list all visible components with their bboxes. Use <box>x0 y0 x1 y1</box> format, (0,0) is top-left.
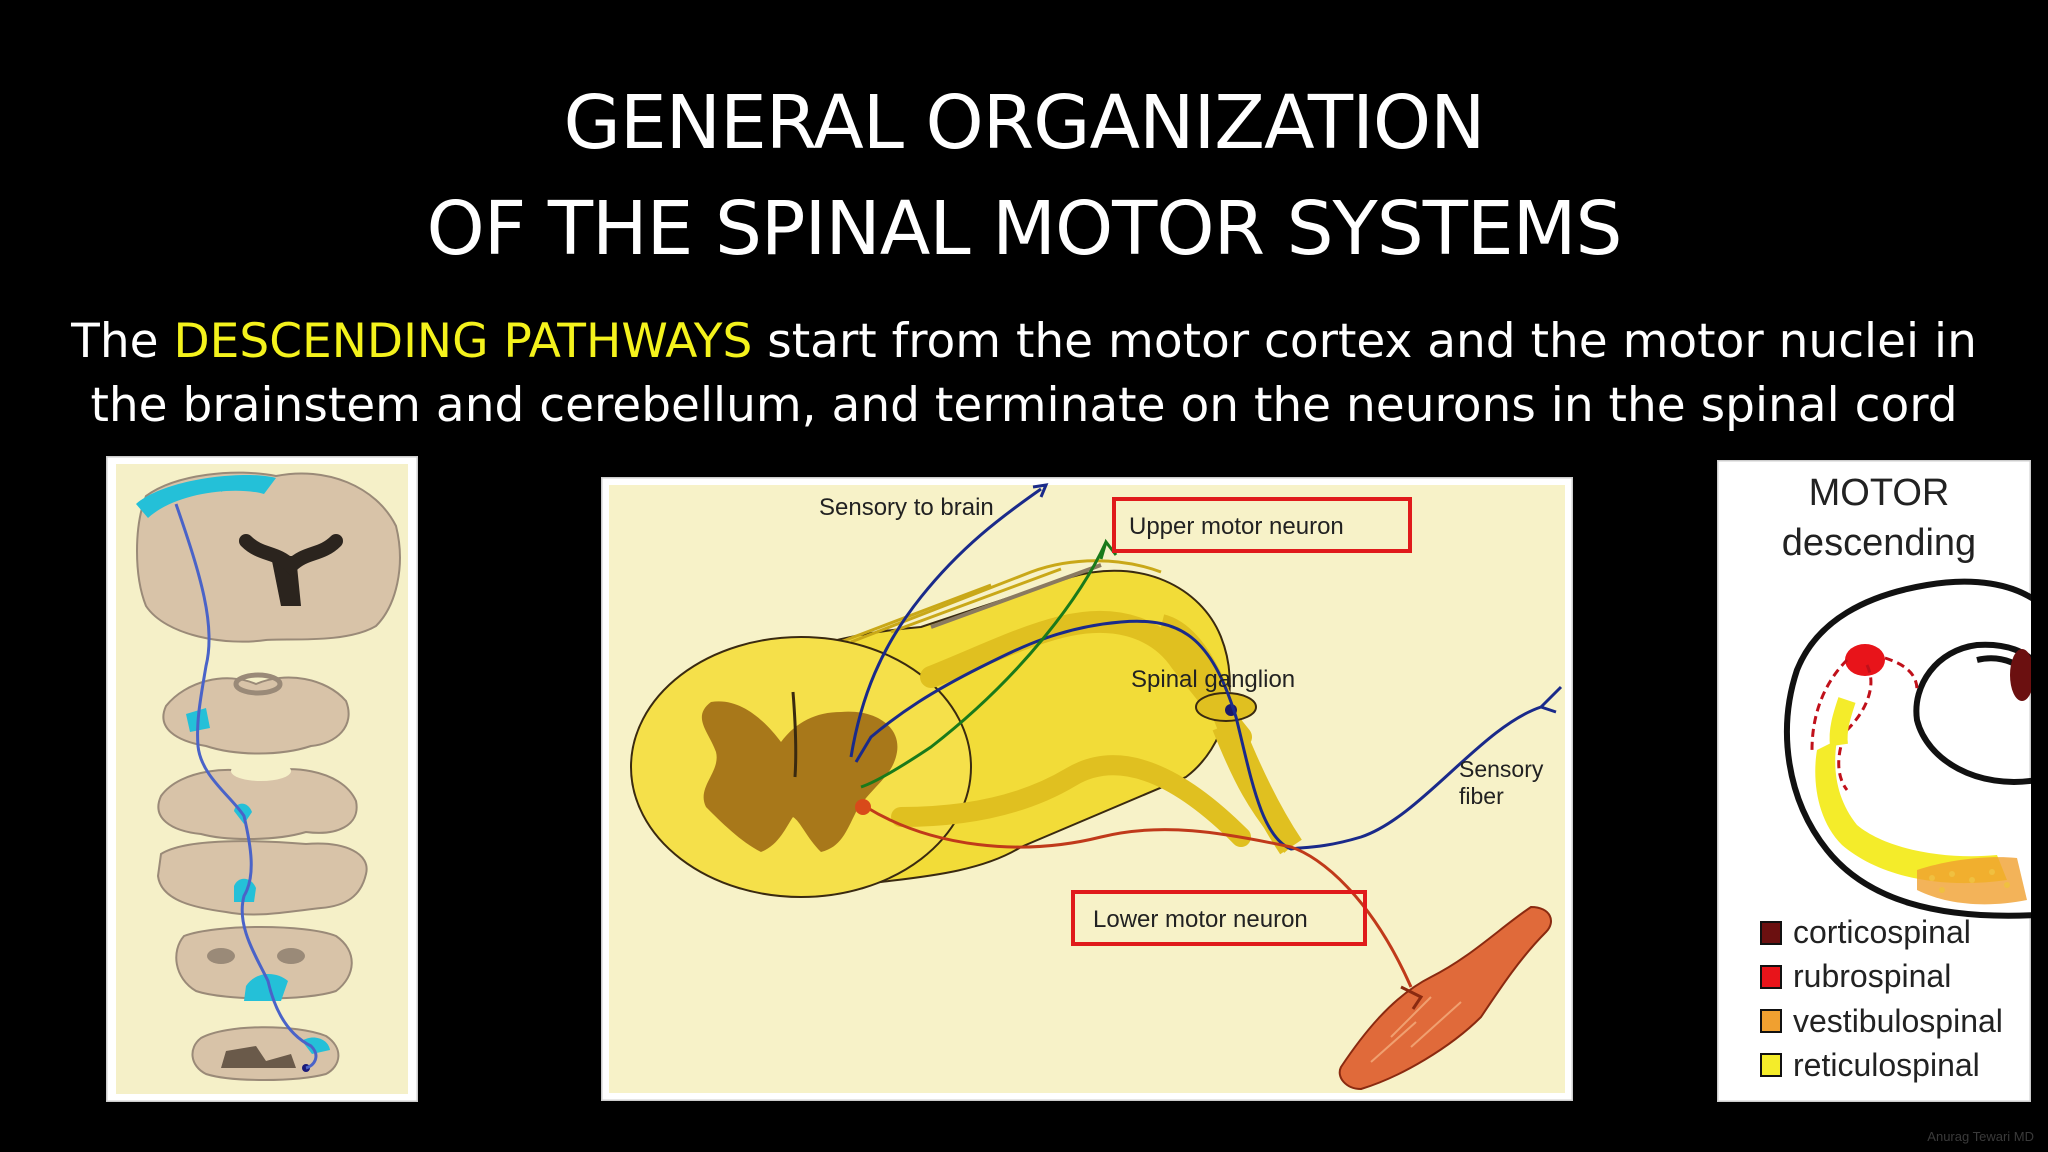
label-lower-motor-neuron: Lower motor neuron <box>1093 906 1308 933</box>
motor-title-2: descending <box>1782 522 1976 564</box>
subtitle-highlight: DESCENDING PATHWAYS <box>173 314 753 369</box>
title-line-1: GENERAL ORGANIZATION <box>563 80 1485 166</box>
legend-label-corticospinal: corticospinal <box>1793 914 1971 950</box>
legend-label-rubrospinal: rubrospinal <box>1793 958 1951 994</box>
label-upper-motor-neuron: Upper motor neuron <box>1129 513 1344 540</box>
title-line-2: OF THE SPINAL MOTOR SYSTEMS <box>426 186 1622 272</box>
descending-tract-line <box>174 503 318 1070</box>
sensory-neuron-line <box>854 619 1542 851</box>
motor-cortex-tract <box>136 475 276 518</box>
subtitle-post: start from the motor cortex and the moto… <box>752 314 1977 369</box>
lower-motor-neuron-line <box>865 805 1413 988</box>
legend-swatch-rubrospinal <box>1760 965 1782 989</box>
dorsal-root <box>920 610 1252 748</box>
upper-motor-neuron-box <box>1112 497 1412 553</box>
subtitle-pre: The <box>71 314 174 369</box>
center-spinal-cord-diagram: Sensory to brain Upper motor neuron Spin… <box>601 477 1573 1101</box>
left-pathway-diagram <box>106 456 418 1102</box>
slide-title: GENERAL ORGANIZATION OF THE SPINAL MOTOR… <box>0 70 2048 282</box>
gray-matter <box>701 701 898 852</box>
legend-swatch-reticulospinal <box>1760 1053 1782 1077</box>
upper-motor-neuron-line <box>860 541 1108 789</box>
label-spinal-ganglion: Spinal ganglion <box>1131 666 1295 693</box>
subtitle-line-1: The DESCENDING PATHWAYS start from the m… <box>20 310 2028 374</box>
legend-swatch-corticospinal <box>1760 921 1782 945</box>
medulla-lower-section <box>175 926 353 1000</box>
legend-label-reticulospinal: reticulospinal <box>1793 1047 1980 1083</box>
right-motor-descending-diagram: MOTOR descending corticospinal rubrospin… <box>1717 460 2031 1102</box>
label-sensory-fiber-2: fiber <box>1459 783 1504 809</box>
author-credit: Anurag Tewari MD <box>1927 1129 2034 1144</box>
rubrospinal-area <box>1845 644 1885 676</box>
ventral-root <box>891 755 1251 847</box>
reticulospinal-area <box>1815 740 2007 884</box>
medulla-upper-section <box>156 840 368 916</box>
sensory-to-brain-line <box>849 487 1042 758</box>
legend: corticospinal rubrospinal vestibulospina… <box>1760 914 2003 1083</box>
subtitle-line-2: the brainstem and cerebellum, and termin… <box>90 378 1958 433</box>
legend-swatch-vestibulospinal <box>1760 1009 1782 1033</box>
label-sensory-fiber-1: Sensory <box>1459 756 1544 782</box>
corticospinal-area <box>2010 649 2031 701</box>
lower-motor-neuron-box <box>1071 890 1367 946</box>
slide-subtitle: The DESCENDING PATHWAYS start from the m… <box>20 310 2028 438</box>
label-sensory-to-brain: Sensory to brain <box>819 494 994 521</box>
motor-title-1: MOTOR <box>1809 472 1950 514</box>
legend-label-vestibulospinal: vestibulospinal <box>1793 1003 2003 1039</box>
